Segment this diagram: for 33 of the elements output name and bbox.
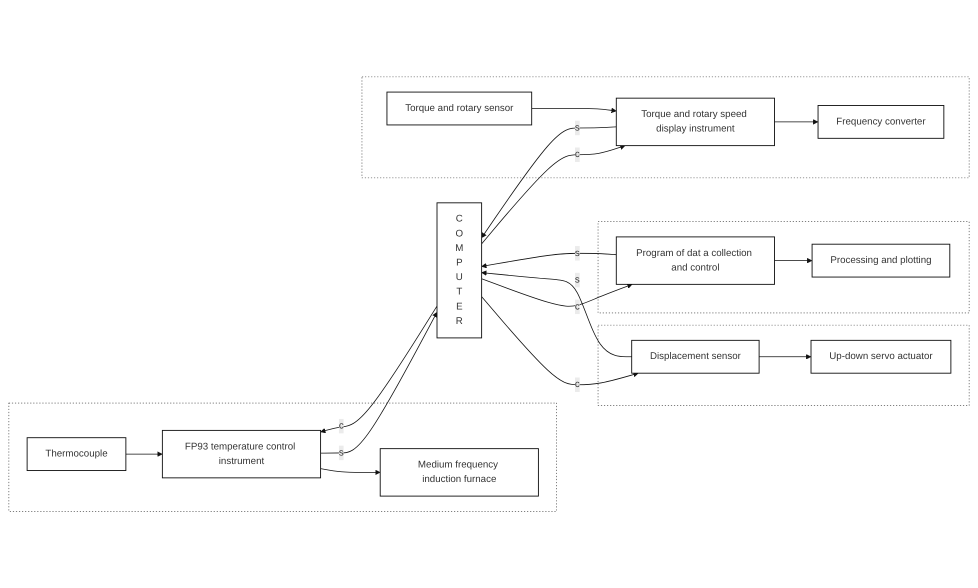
process-box: Torque and rotary speed display instrument bbox=[616, 98, 775, 146]
arrow bbox=[481, 278, 632, 307]
process-box: Thermocouple bbox=[26, 437, 126, 471]
process-box: Program of dat a collection and control bbox=[616, 236, 775, 285]
edge-label: s bbox=[574, 120, 580, 136]
arrow bbox=[758, 354, 812, 360]
arrow bbox=[320, 468, 380, 475]
process-box: Displacement sensor bbox=[631, 340, 760, 374]
edge-label: c bbox=[574, 147, 580, 162]
edge-label: s bbox=[338, 446, 344, 460]
process-box: Torque and rotary sensor bbox=[386, 92, 532, 126]
edge-label: s bbox=[574, 246, 580, 261]
process-box: Processing and plotting bbox=[812, 244, 950, 278]
edge-label: c bbox=[574, 377, 580, 392]
arrow bbox=[774, 258, 812, 264]
arrow bbox=[481, 252, 617, 268]
edge-label: c bbox=[574, 299, 580, 314]
process-box: Up-down servo actuator bbox=[810, 340, 952, 374]
arrow bbox=[774, 119, 818, 124]
arrow bbox=[481, 144, 626, 244]
arrow bbox=[531, 108, 617, 113]
process-box: Frequency converter bbox=[818, 104, 944, 139]
arrow bbox=[320, 312, 438, 454]
edge-label: s bbox=[574, 272, 580, 288]
arrow bbox=[125, 451, 163, 457]
arrow bbox=[481, 126, 617, 238]
arrow bbox=[481, 296, 638, 386]
process-box: FP93 temperature control instrument bbox=[162, 430, 322, 478]
process-box: Medium frequency induction furnace bbox=[380, 448, 539, 496]
arrow bbox=[481, 270, 632, 358]
arrow bbox=[320, 306, 438, 434]
process-box: COMPUTER bbox=[436, 202, 482, 338]
edge-label: c bbox=[338, 418, 344, 434]
